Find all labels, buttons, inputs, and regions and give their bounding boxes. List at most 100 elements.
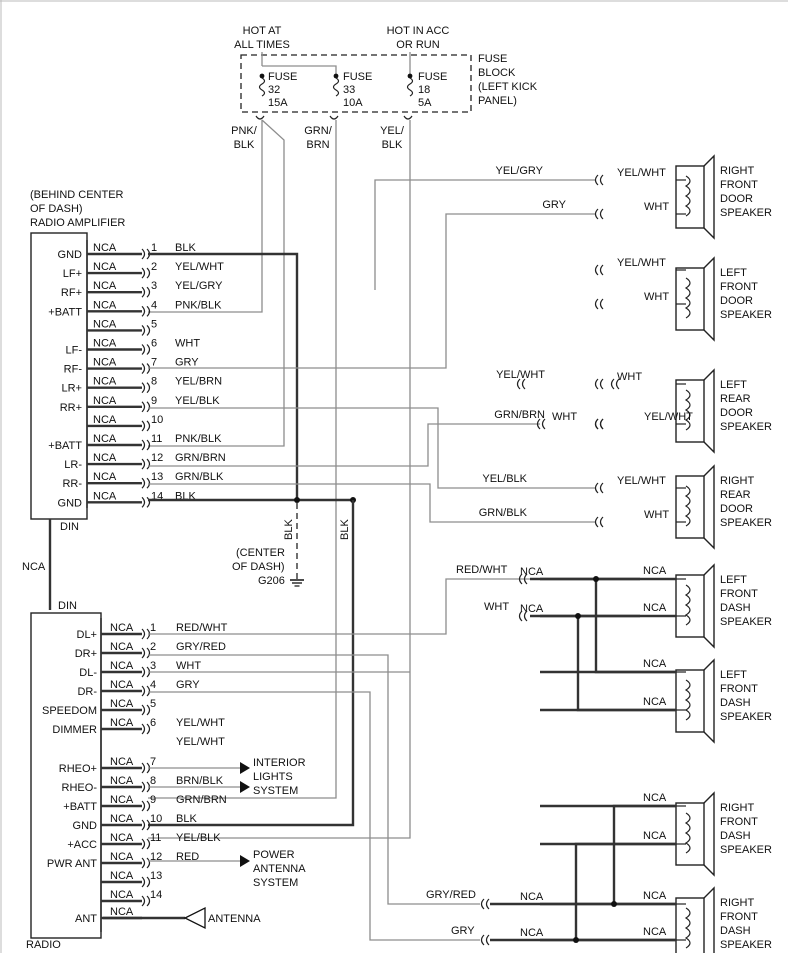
speaker-icon bbox=[675, 379, 705, 443]
radio-pin-conn: NCA bbox=[110, 775, 134, 787]
connector-icon bbox=[141, 496, 146, 508]
speaker-wire-label: NCA bbox=[520, 927, 544, 939]
speaker-name: FRONT bbox=[720, 911, 758, 923]
interior-lights-label: INTERIOR bbox=[253, 757, 306, 769]
speaker-wire-label: NCA bbox=[643, 658, 667, 670]
speaker-icon bbox=[675, 267, 705, 331]
hot-in-acc-label: HOT IN ACC bbox=[387, 25, 450, 37]
fuse-33-number: 33 bbox=[343, 84, 355, 96]
connector-icon bbox=[141, 857, 146, 869]
amplifier-din: DIN bbox=[60, 521, 79, 533]
speaker-wire-label: WHT bbox=[644, 291, 669, 303]
radio-pin-conn: NCA bbox=[110, 870, 134, 882]
speaker-wire-label: GRN/BLK bbox=[479, 507, 528, 519]
connector-icon bbox=[141, 458, 146, 470]
amplifier-pin-number: 13 bbox=[151, 471, 163, 483]
fuse-18-number: 18 bbox=[418, 84, 430, 96]
speaker-name: SPEAKER bbox=[720, 517, 772, 529]
ground-location: OF DASH) bbox=[232, 561, 285, 573]
fuse-block: HOT AT ALL TIMES HOT IN ACC OR RUN FUSE … bbox=[231, 25, 538, 151]
radio-amplifier: (BEHIND CENTER OF DASH) RADIO AMPLIFIER … bbox=[30, 189, 226, 533]
radio-pin-number: 11 bbox=[150, 832, 161, 844]
amplifier-pin-conn: NCA bbox=[93, 280, 117, 292]
connector-icon bbox=[516, 378, 521, 390]
radio-pin-conn: NCA bbox=[110, 906, 134, 918]
amplifier-pin-conn: NCA bbox=[93, 318, 117, 330]
radio-pin-wire: YEL/WHT bbox=[176, 736, 225, 748]
fuse-output-wire: PNK/ bbox=[231, 125, 258, 137]
speaker-name: DOOR bbox=[720, 193, 753, 205]
connector-icon bbox=[141, 781, 146, 793]
connector-icon bbox=[518, 610, 523, 622]
speaker-wire-label: WHT bbox=[644, 509, 669, 521]
speaker-wire-label: YEL/WHT bbox=[617, 167, 666, 179]
connector-icon bbox=[141, 800, 146, 812]
speaker-wire-label: YEL/WHT bbox=[644, 411, 693, 423]
connector-icon bbox=[594, 482, 599, 494]
speaker-icon bbox=[675, 669, 705, 733]
speaker: LEFTREARDOORSPEAKERWHTYEL/WHTYEL/WHTGRN/… bbox=[494, 368, 772, 454]
amplifier-pin-number: 10 bbox=[151, 414, 163, 426]
arrow-icon bbox=[240, 855, 250, 867]
connector-icon bbox=[594, 298, 599, 310]
hot-at-all-times-label: ALL TIMES bbox=[234, 39, 290, 51]
din-link-nca: NCA bbox=[22, 561, 46, 573]
radio-pin-label: GND bbox=[73, 820, 98, 832]
ground-id: G206 bbox=[258, 575, 285, 587]
amplifier-pin-number: 3 bbox=[151, 280, 157, 292]
connector-icon bbox=[610, 378, 615, 390]
speaker-name: SPEAKER bbox=[720, 844, 772, 856]
power-antenna-label: SYSTEM bbox=[253, 877, 298, 889]
amplifier-pin-wire: YEL/WHT bbox=[175, 261, 224, 273]
fuse-output-wire: BLK bbox=[234, 139, 255, 151]
speaker-icon bbox=[675, 475, 705, 539]
connector-icon bbox=[594, 208, 599, 220]
radio-pin-number: 5 bbox=[150, 698, 156, 710]
radio-pin-number: 2 bbox=[150, 641, 156, 653]
fuse-32-label: FUSE bbox=[268, 71, 297, 83]
fuse-18-label: FUSE bbox=[418, 71, 447, 83]
radio-pin-wire: GRN/BRN bbox=[176, 794, 227, 806]
ground-wire-label: BLK bbox=[339, 519, 351, 540]
radio-pin-label: DR+ bbox=[75, 648, 97, 660]
radio-pin-number: 10 bbox=[150, 813, 162, 825]
speaker-name: RIGHT bbox=[720, 165, 755, 177]
amplifier-pin-label: +BATT bbox=[48, 440, 82, 452]
radio-pin-number: 12 bbox=[150, 851, 162, 863]
radio-pin-conn: NCA bbox=[110, 889, 134, 901]
amplifier-pin-wire: YEL/BRN bbox=[175, 376, 222, 388]
speaker-name: SPEAKER bbox=[720, 309, 772, 321]
speaker-name: DASH bbox=[720, 697, 751, 709]
arrow-icon bbox=[240, 781, 250, 793]
radio-pin-number: 14 bbox=[150, 889, 162, 901]
connector-icon bbox=[518, 573, 523, 585]
connector-icon bbox=[141, 895, 146, 907]
radio-pin-conn: NCA bbox=[110, 832, 134, 844]
amplifier-pin-label: RF+ bbox=[61, 287, 82, 299]
speaker-icon bbox=[675, 897, 705, 953]
radio-pin-label: ANT bbox=[75, 913, 97, 925]
amplifier-pin-label: RF- bbox=[64, 364, 83, 376]
ground-g206: BLK (CENTER OF DASH) G206 BLK bbox=[148, 252, 356, 827]
speaker-name: RIGHT bbox=[720, 475, 755, 487]
connector-icon bbox=[594, 516, 599, 528]
connector-icon bbox=[141, 723, 146, 735]
speaker-wire-label: YEL/GRY bbox=[496, 165, 544, 177]
speaker-name: FRONT bbox=[720, 281, 758, 293]
speaker-name: FRONT bbox=[720, 816, 758, 828]
amplifier-pin-label: RR+ bbox=[60, 402, 82, 414]
power-antenna-label: POWER bbox=[253, 849, 295, 861]
speaker-wire-label: NCA bbox=[643, 830, 667, 842]
radio-pin-wire: GRY bbox=[176, 679, 200, 691]
arrow-icon bbox=[240, 762, 250, 774]
interior-lights-label: LIGHTS bbox=[253, 771, 293, 783]
speaker-wire-label: NCA bbox=[520, 566, 544, 578]
radio-pin-conn: NCA bbox=[110, 813, 134, 825]
connector-icon bbox=[141, 420, 146, 432]
connector-icon bbox=[594, 378, 599, 390]
amplifier-pin-number: 9 bbox=[151, 395, 157, 407]
power-antenna-label: ANTENNA bbox=[253, 863, 306, 875]
connector-icon bbox=[141, 838, 146, 850]
